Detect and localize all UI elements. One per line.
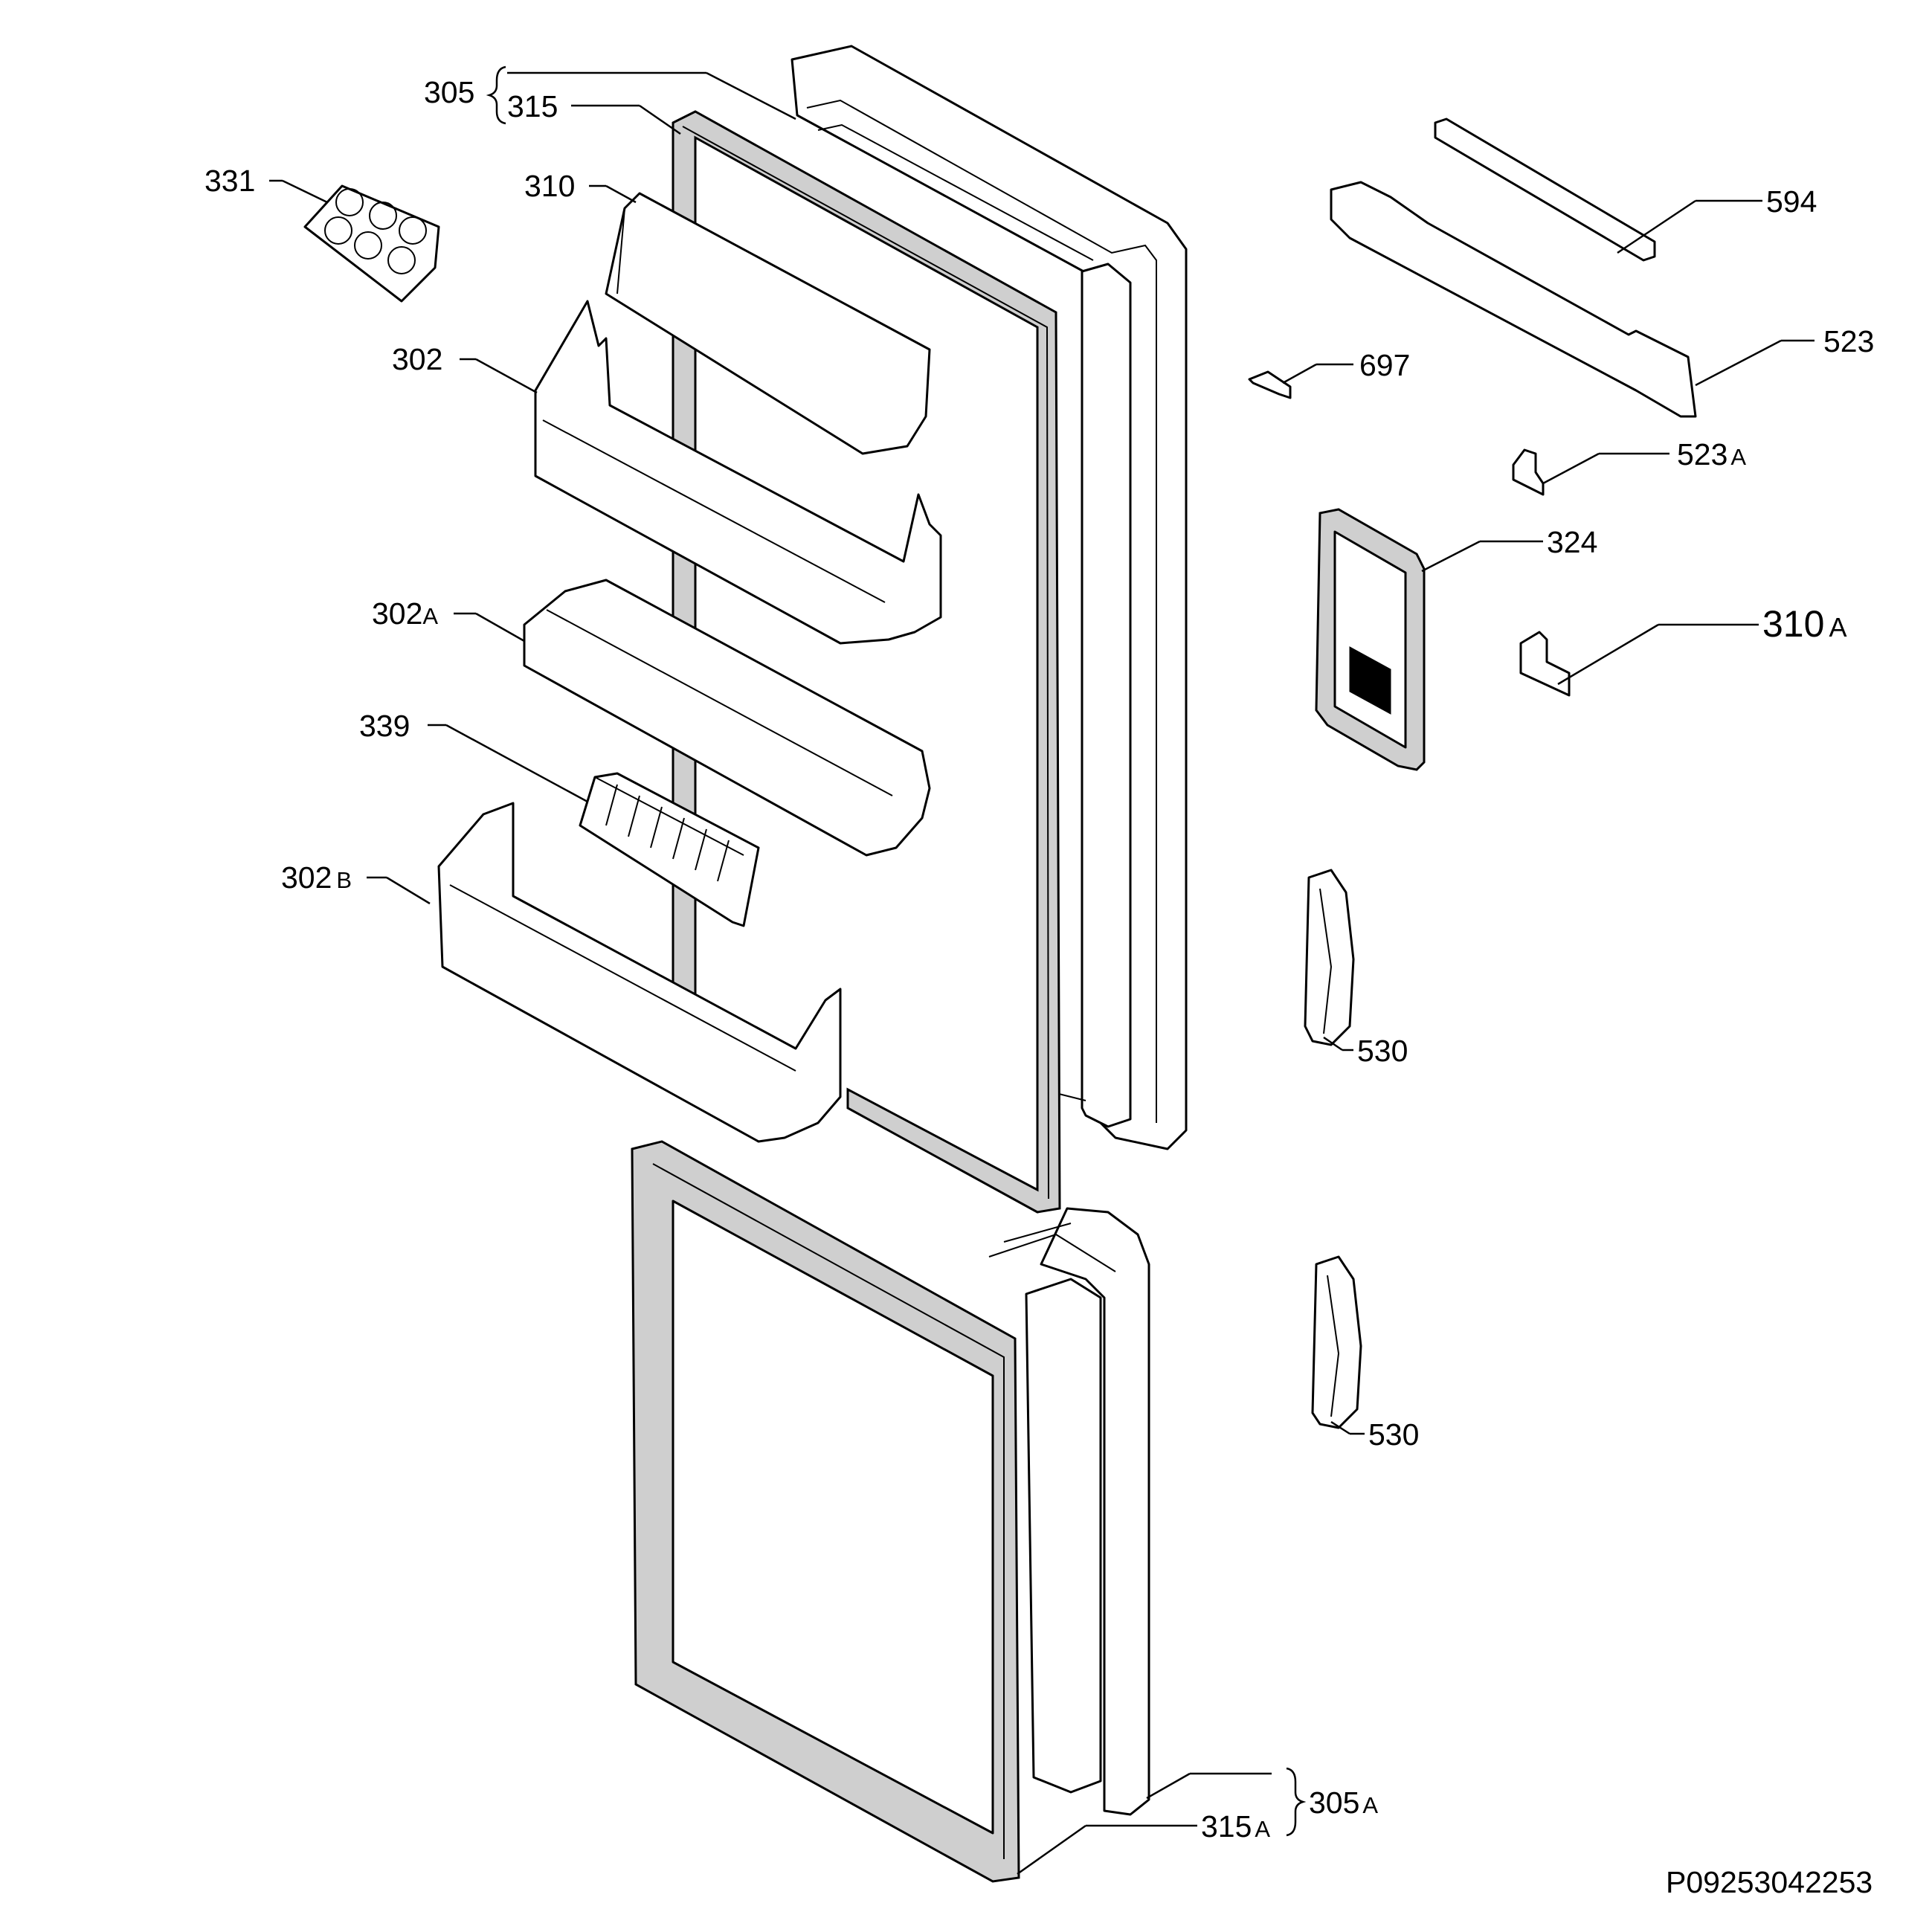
label-310: 310 (524, 169, 575, 203)
part-310-dairy-flap (605, 192, 931, 455)
label-339: 339 (359, 709, 410, 743)
drawing-id: P09253042253 (1666, 1865, 1873, 1899)
part-324-frame (1315, 508, 1426, 771)
part-697-clip (1248, 370, 1292, 399)
bracket-305 (486, 65, 506, 125)
bracket-305A (1286, 1767, 1307, 1837)
label-697: 697 (1359, 348, 1410, 382)
part-530-handle-lower (1311, 1255, 1362, 1429)
part-302A-door-shelf (523, 579, 931, 857)
part-331-egg-tray (303, 184, 440, 303)
label-594: 594 (1766, 184, 1817, 219)
part-339-bottle-rack (579, 772, 760, 927)
lower-door-gasket (631, 1140, 1020, 1883)
label-530-upper: 530 (1357, 1034, 1408, 1068)
part-523A-clip (1512, 448, 1545, 496)
label-305: 305 (424, 75, 474, 109)
part-523-rail (1330, 181, 1697, 418)
part-302B-bottle-shelf (437, 802, 842, 1143)
label-302: 302 (392, 342, 442, 376)
label-315: 315 (507, 89, 558, 123)
label-523: 523 (1823, 324, 1874, 358)
part-594-cover (1434, 117, 1656, 262)
leader-lines (269, 71, 1815, 1875)
part-530-handle-upper (1304, 869, 1355, 1046)
lower-door-panel (988, 1207, 1150, 1816)
upper-door-panel (790, 45, 1188, 1150)
label-302A: 302A (372, 596, 438, 631)
label-331: 331 (205, 164, 255, 198)
label-324: 324 (1547, 525, 1597, 559)
part-302-door-shelf (534, 300, 942, 645)
label-530-lower: 530 (1368, 1417, 1419, 1452)
part-310A-clip (1519, 631, 1571, 697)
